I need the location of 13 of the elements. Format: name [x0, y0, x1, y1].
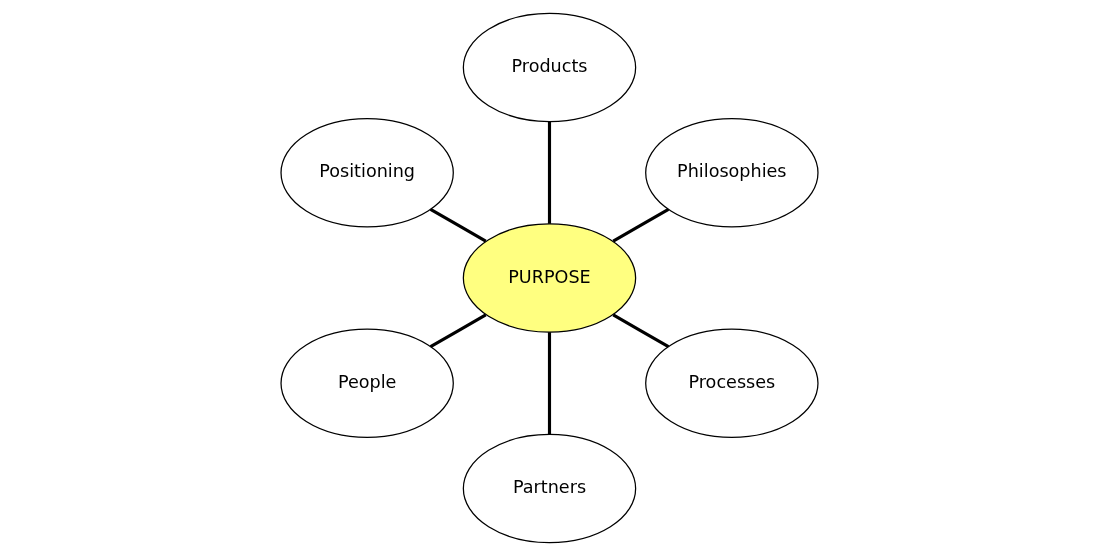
connector — [612, 208, 670, 243]
connector — [429, 208, 487, 243]
node-ellipse: Philosophies — [645, 118, 819, 228]
connector — [547, 332, 552, 435]
node-ellipse: PURPOSE — [462, 223, 637, 333]
connector — [547, 121, 552, 224]
connector — [612, 313, 670, 348]
node-ellipse: People — [280, 328, 454, 438]
node-ellipse: Positioning — [280, 118, 454, 228]
node-ellipse: Products — [462, 12, 637, 123]
node-ellipse: Processes — [645, 328, 819, 438]
node-ellipse: Partners — [462, 433, 637, 544]
connector — [429, 313, 487, 348]
